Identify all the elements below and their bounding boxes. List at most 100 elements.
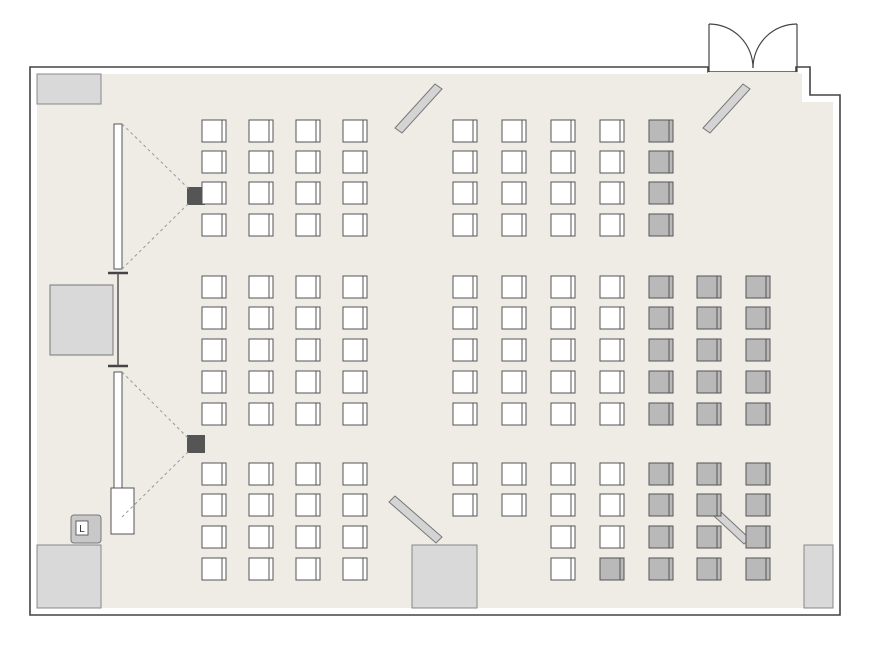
seat-reserved[interactable] <box>648 525 674 549</box>
seat[interactable] <box>342 275 368 299</box>
seat[interactable] <box>452 213 478 237</box>
seat[interactable] <box>452 402 478 426</box>
seat[interactable] <box>201 493 227 517</box>
seat[interactable] <box>550 338 576 362</box>
seat[interactable] <box>599 370 625 394</box>
seat[interactable] <box>550 181 576 205</box>
seat-reserved[interactable] <box>648 306 674 330</box>
seat[interactable] <box>342 306 368 330</box>
seat-reserved[interactable] <box>696 557 722 581</box>
seat[interactable] <box>342 338 368 362</box>
seat[interactable] <box>599 402 625 426</box>
seat[interactable] <box>550 402 576 426</box>
seat[interactable] <box>501 493 527 517</box>
seat[interactable] <box>501 338 527 362</box>
seat-reserved[interactable] <box>745 525 771 549</box>
seat[interactable] <box>201 370 227 394</box>
seat[interactable] <box>452 493 478 517</box>
seat[interactable] <box>248 213 274 237</box>
seat[interactable] <box>248 181 274 205</box>
seat-reserved[interactable] <box>648 181 674 205</box>
seat[interactable] <box>295 525 321 549</box>
seat[interactable] <box>248 119 274 143</box>
seat[interactable] <box>501 462 527 486</box>
seat[interactable] <box>452 370 478 394</box>
seat[interactable] <box>550 525 576 549</box>
seat[interactable] <box>550 462 576 486</box>
seat[interactable] <box>550 275 576 299</box>
seat[interactable] <box>295 462 321 486</box>
seat[interactable] <box>201 525 227 549</box>
seat[interactable] <box>452 338 478 362</box>
seat[interactable] <box>599 525 625 549</box>
seat-reserved[interactable] <box>745 338 771 362</box>
seat-reserved[interactable] <box>696 275 722 299</box>
seat-reserved[interactable] <box>648 557 674 581</box>
seat-reserved[interactable] <box>696 525 722 549</box>
seat[interactable] <box>248 150 274 174</box>
seat[interactable] <box>452 306 478 330</box>
seat[interactable] <box>295 275 321 299</box>
seat-reserved[interactable] <box>696 402 722 426</box>
seat[interactable] <box>452 181 478 205</box>
seat[interactable] <box>452 119 478 143</box>
seat[interactable] <box>501 119 527 143</box>
seat[interactable] <box>599 150 625 174</box>
speaker-icon[interactable] <box>187 187 205 205</box>
seat[interactable] <box>501 213 527 237</box>
seat[interactable] <box>295 370 321 394</box>
door-icon[interactable] <box>708 23 798 72</box>
seat-reserved[interactable] <box>648 402 674 426</box>
seat[interactable] <box>248 493 274 517</box>
seat-reserved[interactable] <box>696 306 722 330</box>
seat[interactable] <box>342 119 368 143</box>
seat-reserved[interactable] <box>696 462 722 486</box>
seat[interactable] <box>342 181 368 205</box>
seat-reserved[interactable] <box>745 370 771 394</box>
seat[interactable] <box>501 402 527 426</box>
seat[interactable] <box>295 338 321 362</box>
seat-reserved[interactable] <box>648 462 674 486</box>
seat[interactable] <box>599 493 625 517</box>
seat[interactable] <box>201 402 227 426</box>
seat-reserved[interactable] <box>599 557 625 581</box>
lectern-icon[interactable]: L <box>70 514 102 544</box>
seat[interactable] <box>201 275 227 299</box>
seat-reserved[interactable] <box>696 338 722 362</box>
seat[interactable] <box>550 493 576 517</box>
seat[interactable] <box>550 557 576 581</box>
seat[interactable] <box>248 338 274 362</box>
seat[interactable] <box>342 213 368 237</box>
seat[interactable] <box>452 150 478 174</box>
seat[interactable] <box>201 306 227 330</box>
seat[interactable] <box>295 557 321 581</box>
seat-reserved[interactable] <box>648 275 674 299</box>
seat[interactable] <box>501 150 527 174</box>
seat-reserved[interactable] <box>648 150 674 174</box>
seat[interactable] <box>599 275 625 299</box>
seat[interactable] <box>342 525 368 549</box>
seat-reserved[interactable] <box>745 462 771 486</box>
seat-reserved[interactable] <box>745 275 771 299</box>
seat[interactable] <box>295 213 321 237</box>
seat-reserved[interactable] <box>648 370 674 394</box>
seat[interactable] <box>248 306 274 330</box>
seat-reserved[interactable] <box>648 338 674 362</box>
seat[interactable] <box>501 181 527 205</box>
seat[interactable] <box>248 462 274 486</box>
seat[interactable] <box>599 213 625 237</box>
seat[interactable] <box>201 557 227 581</box>
seat[interactable] <box>342 493 368 517</box>
seat[interactable] <box>550 213 576 237</box>
seat[interactable] <box>295 402 321 426</box>
seat[interactable] <box>550 119 576 143</box>
seat-reserved[interactable] <box>696 493 722 517</box>
seat[interactable] <box>501 275 527 299</box>
seat[interactable] <box>501 370 527 394</box>
seat[interactable] <box>342 557 368 581</box>
seat[interactable] <box>201 338 227 362</box>
seat[interactable] <box>201 119 227 143</box>
seat[interactable] <box>201 213 227 237</box>
seat[interactable] <box>248 402 274 426</box>
seat[interactable] <box>599 119 625 143</box>
